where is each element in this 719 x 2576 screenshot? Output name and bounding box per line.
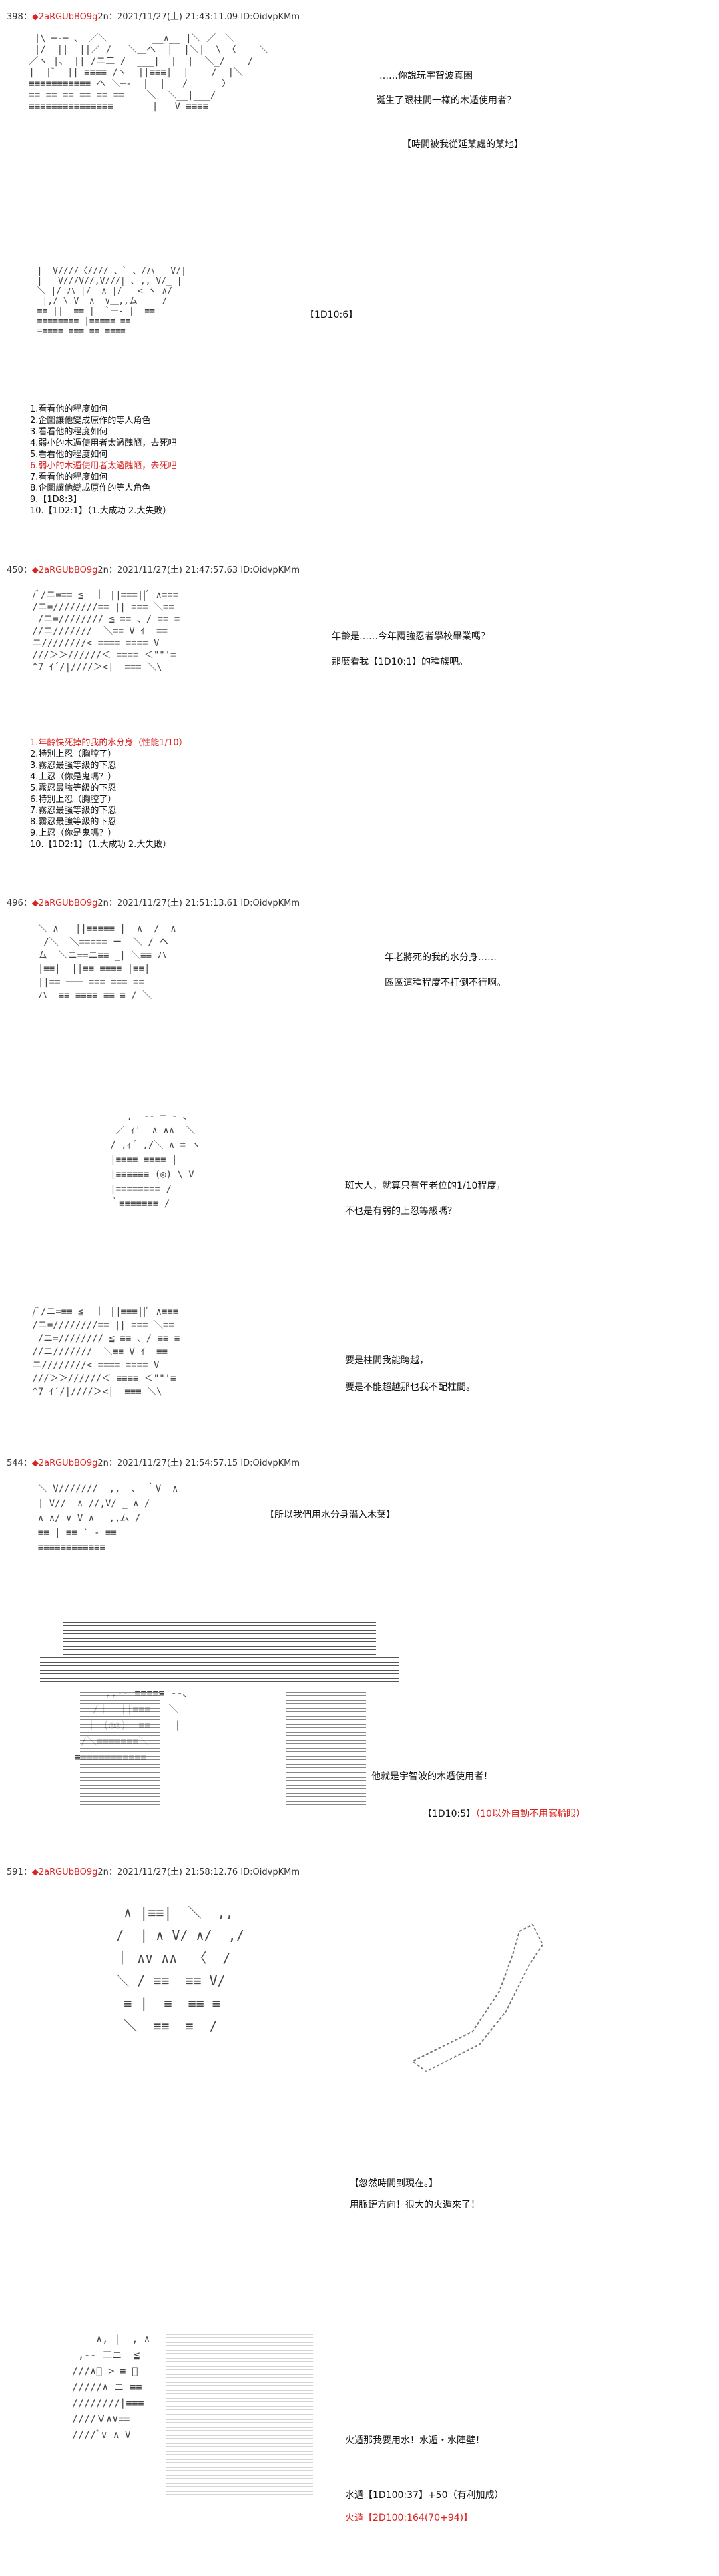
- dice-roll-value: 【1D10:5】: [423, 1809, 476, 1819]
- ascii-art-character: , -‐ ─ ‐ ､ ／ ｨ' ∧ ∧∧ ＼ / ,ｨ´ ,/＼ ∧ ≡ ヽ |…: [110, 1111, 201, 1209]
- ascii-art-wall: [286, 1692, 366, 1805]
- dice-roll: 【1D10:6】: [305, 310, 358, 320]
- list-item: 3.霧忍最強等級的下忍: [30, 761, 117, 771]
- dialog-line: 年老將死的我的水分身……: [385, 952, 497, 963]
- trip-suffix: 2n: [97, 12, 109, 22]
- name-sep: ：: [23, 565, 32, 575]
- trip-code[interactable]: ◆2aRGUbBO9g: [31, 1867, 98, 1877]
- list-item: 2.特別上忍（胸腔了）: [30, 749, 117, 759]
- name-sep: ：: [23, 898, 32, 908]
- dialog-line: ……你說玩宇智波真困: [379, 71, 473, 81]
- dice-roll: 水遁【1D100:37】+50（有利加成）: [345, 2490, 504, 2501]
- list-item-highlight: 6.弱小的木遁使用者太過醜陋，去死吧: [30, 461, 177, 471]
- post-header: 544：◆2aRGUbBO9g2n：2021/11/27(土) 21:54:57…: [7, 1456, 300, 1468]
- list-item: 4.弱小的木遁使用者太過醜陋，去死吧: [30, 438, 177, 448]
- ascii-art-character: | V////〈//// 、` 、/ハ V/| | V///V//,V///| …: [37, 266, 186, 336]
- list-item: 7.看看他的程度如何: [30, 472, 108, 482]
- post-header: 450：◆2aRGUbBO9g2n：2021/11/27(土) 21:47:57…: [7, 563, 300, 575]
- ascii-art-character: /ﾞ/ニ=≡≡ ≦ ｜ ||≡≡≡||ﾞ ∧≡≡≡ /ニ=////////≡≡ …: [32, 590, 180, 673]
- post-date: ：2021/11/27(土) 21:47:57.63 ID:OidvpKMm: [108, 565, 300, 575]
- dialog-line: 斑大人，就算只有年老位的1/10程度，: [345, 1181, 506, 1191]
- post-number: 398: [7, 12, 23, 22]
- narration-line: 【時間被我從延某處的某地】: [402, 139, 523, 150]
- name-sep: ：: [23, 1458, 32, 1468]
- list-item: 4.上忍（你是鬼嗎？）: [30, 772, 117, 782]
- post-header: 398：◆2aRGUbBO9g2n：2021/11/27(土) 21:43:11…: [7, 9, 300, 22]
- ascii-art-character: ＼ V/////// ,, 、 ｀V ∧ | V// ∧ //,V/ _ ∧ /…: [37, 1484, 178, 1553]
- list-item: 10.【1D2:1】（1.大成功 2.大失敗）: [30, 840, 172, 850]
- post-number: 496: [7, 898, 23, 908]
- list-item: 2.企圖讓他變成原作的等人角色: [30, 416, 151, 426]
- dialog-line: 年齡是……今年兩強忍者學校畢業嗎？: [332, 631, 490, 642]
- trip-code[interactable]: ◆2aRGUbBO9g: [31, 12, 98, 22]
- ascii-art-group: ＼ ∧ ||≡≡≡≡≡ | ∧ / ∧ /＼ ＼≡≡≡≡≡ ー ＼ / ヘ ム …: [37, 924, 176, 1001]
- post-date: ：2021/11/27(土) 21:54:57.15 ID:OidvpKMm: [108, 1458, 300, 1468]
- dialog-line: 他就是宇智波的木遁使用者！: [371, 1771, 493, 1782]
- dialog-line: 區區這種程度不打倒不行啊。: [385, 978, 506, 988]
- narration-line: 【忽然時間到現在。】: [350, 2178, 438, 2189]
- name-sep: ：: [23, 1867, 32, 1877]
- trip-code[interactable]: ◆2aRGUbBO9g: [31, 898, 98, 908]
- list-item: 9.【1D8:3】: [30, 495, 82, 505]
- list-item: 5.霧忍最強等級的下忍: [30, 783, 117, 793]
- list-item: 9.上忍（你是鬼嗎？）: [30, 828, 117, 838]
- dice-roll: 【1D10:5】（10以外自動不用寫輪眼）: [423, 1807, 585, 1820]
- list-item-highlight: 1.年齡快死掉的我的水分身（性能1/10）: [30, 738, 188, 748]
- choice-list: 1.看看他的程度如何 2.企圖讓他變成原作的等人角色 3.看看他的程度如何 4.…: [30, 404, 176, 517]
- ascii-art-arm: [411, 1923, 544, 2073]
- ascii-art-character: ∧, | , ∧ ,-‐ 二ニ ≦ ///∧ﾞ > ≡ ＼ /////∧ ニ ≡…: [72, 2333, 150, 2441]
- ascii-art-roof: [40, 1655, 399, 1682]
- trip-code[interactable]: ◆2aRGUbBO9g: [31, 565, 98, 575]
- list-item: 5.看看他的程度如何: [30, 450, 108, 460]
- trip-suffix: 2n: [97, 1867, 109, 1877]
- dialog-line: 誕生了跟柱間一樣的木遁使用者？: [376, 95, 516, 106]
- list-item: 1.看看他的程度如何: [30, 404, 108, 414]
- dialog-line: 要是柱間我能跨越，: [345, 1355, 429, 1366]
- ascii-art-wall: [80, 1692, 160, 1805]
- trip-suffix: 2n: [97, 565, 109, 575]
- trip-code[interactable]: ◆2aRGUbBO9g: [31, 1458, 98, 1468]
- list-item: 7.霧忍最強等級的下忍: [30, 806, 117, 816]
- ascii-art-group: |\ ─-─ 、 ／＼ __∧__ |＼ ／￣＼ |/ || ||／ / ＼＿ヘ…: [29, 33, 268, 112]
- post-date: ：2021/11/27(土) 21:43:11.09 ID:OidvpKMm: [108, 12, 300, 22]
- narration-line: 【所以我們用水分身潛入木葉】: [265, 1510, 395, 1520]
- ascii-art-character: /ﾞ/ニ=≡≡ ≦ ｜ ||≡≡≡||ﾞ ∧≡≡≡ /ニ=////////≡≡ …: [32, 1307, 180, 1397]
- dice-roll-highlight: 火遁【2D100:164(70+94)】: [345, 2513, 473, 2523]
- post-number: 591: [7, 1867, 23, 1877]
- dialog-line: 用脈鏈方向！很大的火遁來了！: [350, 2200, 480, 2210]
- dialog-line: 那麼看我【1D10:1】的種族吧。: [332, 657, 469, 667]
- dialog-line: 火遁那我要用水！水遁・水陣壁！: [345, 2435, 485, 2446]
- name-sep: ：: [23, 12, 32, 22]
- trip-suffix: 2n: [97, 898, 109, 908]
- post-header: 496：◆2aRGUbBO9g2n：2021/11/27(土) 21:51:13…: [7, 896, 300, 908]
- list-item: 6.特別上忍（胸腔了）: [30, 795, 117, 805]
- post-header: 591：◆2aRGUbBO9g2n：2021/11/27(土) 21:58:12…: [7, 1865, 300, 1877]
- list-item: 10.【1D2:1】（1.大成功 2.大失敗）: [30, 506, 172, 516]
- post-number: 450: [7, 565, 23, 575]
- dialog-line: 要是不能超越那也我不配柱間。: [345, 1382, 475, 1393]
- choice-list: 1.年齡快死掉的我的水分身（性能1/10） 2.特別上忍（胸腔了） 3.霧忍最強…: [30, 737, 188, 850]
- ascii-art-character: ∧ |≡≡| ＼ ,, / | ∧ V/ ∧/ ,/ ｜ ∧∨ ∧∧ 〈 / ＼…: [116, 1905, 244, 2034]
- post-number: 544: [7, 1458, 23, 1468]
- list-item: 8.霧忍最強等級的下忍: [30, 817, 117, 827]
- ascii-art-water: [166, 2331, 313, 2497]
- dice-roll-note: （10以外自動不用寫輪眼）: [475, 1809, 585, 1819]
- trip-suffix: 2n: [97, 1458, 109, 1468]
- post-date: ：2021/11/27(土) 21:58:12.76 ID:OidvpKMm: [108, 1867, 300, 1877]
- list-item: 3.看看他的程度如何: [30, 427, 108, 437]
- post-date: ：2021/11/27(土) 21:51:13.61 ID:OidvpKMm: [108, 898, 300, 908]
- ascii-art-roof: [63, 1618, 376, 1655]
- list-item: 8.企圖讓他變成原作的等人角色: [30, 483, 151, 493]
- dialog-line: 不也是有弱的上忍等級嗎？: [345, 1206, 457, 1217]
